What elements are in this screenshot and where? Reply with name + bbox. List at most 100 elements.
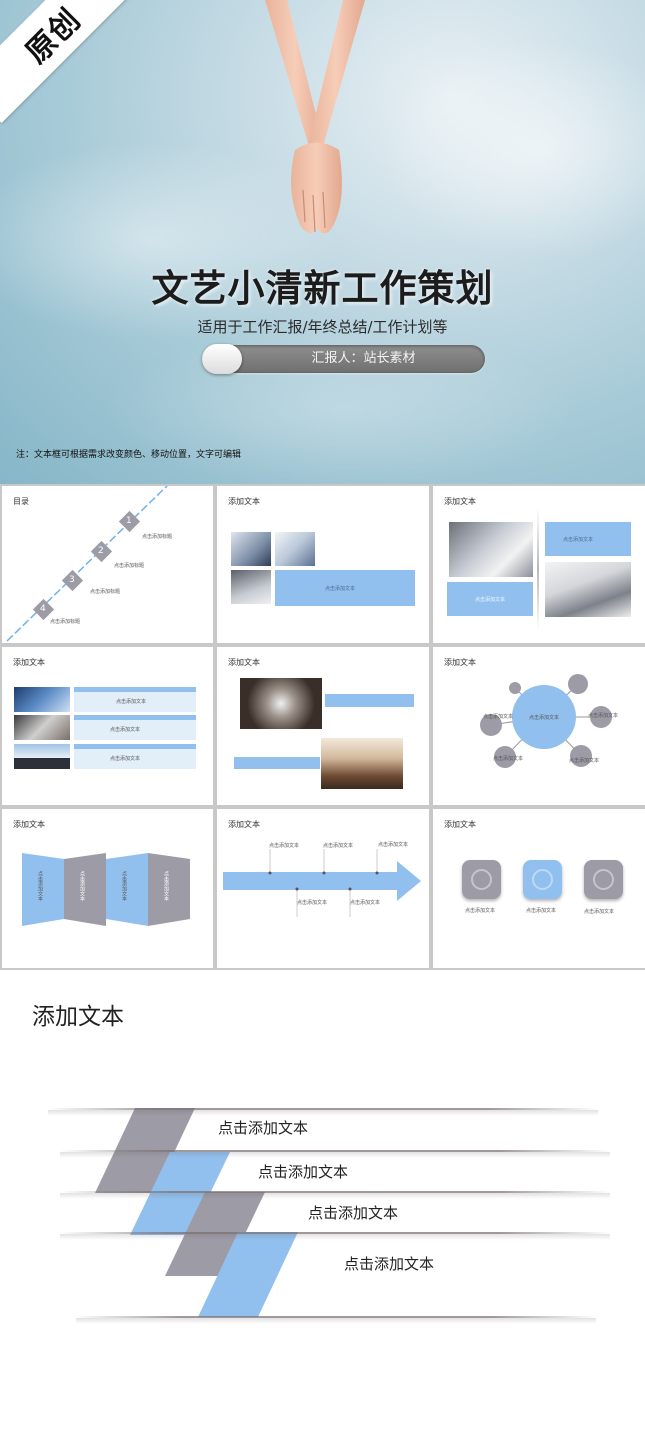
toc-number: 2 (98, 546, 104, 556)
panel-label[interactable]: 点击添加文本 (37, 871, 43, 901)
slide-bubble-diagram[interactable]: 添加文本 点击添加文本 点击添加文本 点击添加文本 点击添加文本 点击添加文本 (433, 647, 645, 805)
divider-line (60, 1191, 610, 1193)
toc-number: 1 (126, 516, 132, 526)
cover-subtitle: 适用于工作汇报/年终总结/工作计划等 (197, 318, 448, 336)
slide-arrow-timeline[interactable]: 添加文本 点击添加文本 点击添加文本 点击添加文本 点击添加文本 点击添加文本 (217, 809, 429, 968)
icon-tile[interactable] (523, 860, 562, 899)
slide-list-rows[interactable]: 添加文本 点击添加文本 点击添加文本 点击添加文本 (2, 647, 213, 805)
slide-thumbnail-grid: 目录 1 点击添加标题 2 点击添加标题 3 点击添加标题 4 点击添加标题 添… (0, 484, 645, 970)
bubble-left-label[interactable]: 点击添加文本 (483, 714, 514, 720)
laptop-desk-photo (449, 522, 533, 577)
timeline-label[interactable]: 点击添加文本 (297, 900, 328, 906)
text-box[interactable]: 点击添加文本 (545, 522, 631, 556)
icon-label[interactable]: 点击添加文本 (465, 908, 496, 914)
bubble-diagram (480, 674, 612, 768)
line-shadow (60, 1193, 610, 1199)
slide-title: 添加文本 (228, 658, 260, 667)
cover-title: 文艺小清新工作策划 (151, 267, 494, 310)
timeline-arrow (223, 849, 421, 917)
play-icon (593, 869, 614, 890)
slide-team-photos[interactable]: 添加文本 (217, 647, 429, 805)
timeline-label[interactable]: 点击添加文本 (323, 843, 354, 849)
toc-diagonal-line (6, 486, 168, 642)
divider-line (60, 1232, 610, 1234)
rewind-icon (471, 869, 492, 890)
meeting-table-photo (240, 678, 322, 729)
toc-label[interactable]: 点击添加标题 (90, 589, 121, 595)
slide-toc[interactable]: 目录 1 点击添加标题 2 点击添加标题 3 点击添加标题 4 点击添加标题 (2, 486, 213, 643)
detail-slide-title: 添加文本 (32, 1004, 124, 1030)
toc-label[interactable]: 点击添加标题 (142, 534, 173, 540)
bubble-br-label[interactable]: 点击添加文本 (569, 758, 600, 764)
list-row[interactable]: 点击添加文本 (74, 744, 196, 769)
pause-icon (532, 869, 553, 890)
toc-number: 4 (40, 604, 46, 614)
line-shadow (60, 1234, 610, 1240)
office-photo (275, 532, 315, 566)
timeline-label[interactable]: 点击添加文本 (378, 842, 409, 848)
team-photo (14, 744, 70, 769)
slide-folded-panels[interactable]: 添加文本 点击添加文本 点击添加文本 点击添加文本 点击添加文本 (2, 809, 213, 968)
line-shadow (48, 1110, 598, 1116)
slide-title: 添加文本 (228, 497, 260, 506)
cloud-decoration (0, 140, 340, 340)
divider-line (76, 1316, 596, 1318)
toc-label[interactable]: 点击添加标题 (50, 619, 81, 625)
cover-slide: 原创 文艺小清新工作策划 适用于工作汇报/年终总结/工作计划等 汇报人：站长素材… (0, 0, 645, 484)
office-team-photo (321, 738, 403, 789)
slide-photo-collage[interactable]: 添加文本 点击添加文本 (217, 486, 429, 643)
detail-item[interactable]: 点击添加文本 (344, 1255, 435, 1273)
list-row[interactable]: 点击添加文本 (74, 687, 196, 712)
divider-line (48, 1108, 598, 1110)
reporter-label: 汇报人：站长素材 (311, 351, 416, 366)
text-box[interactable]: 点击添加文本 (275, 570, 415, 606)
text-bar[interactable] (325, 694, 414, 707)
detail-item[interactable]: 点击添加文本 (218, 1119, 309, 1137)
slide-title: 添加文本 (444, 497, 476, 506)
detail-item[interactable]: 点击添加文本 (258, 1163, 349, 1181)
icon-label[interactable]: 点击添加文本 (584, 909, 615, 915)
detail-item[interactable]: 点击添加文本 (308, 1204, 399, 1222)
original-ribbon: 原创 (0, 0, 136, 123)
slide-title: 添加文本 (444, 820, 476, 829)
panel-label[interactable]: 点击添加文本 (121, 871, 127, 901)
slide-title: 添加文本 (13, 820, 45, 829)
slide-title: 目录 (13, 497, 29, 506)
panel-label[interactable]: 点击添加文本 (79, 871, 85, 901)
meeting-photo (14, 687, 70, 712)
slide-icon-buttons[interactable]: 添加文本 点击添加文本 点击添加文本 点击添加文本 (433, 809, 645, 968)
divider-line (60, 1150, 610, 1152)
detail-slide: 添加文本 点击添加文本 点击添加文本 点击添加文本 点击添加文本 (0, 970, 645, 1455)
text-box[interactable]: 点击添加文本 (447, 582, 533, 616)
handshake-photo (231, 532, 271, 566)
bubble-bl-label[interactable]: 点击添加文本 (493, 756, 524, 762)
panel-label[interactable]: 点击添加文本 (163, 871, 169, 901)
holding-hands-image (265, 0, 365, 234)
text-bar[interactable] (234, 757, 320, 769)
line-shadow (76, 1318, 596, 1324)
icon-tile[interactable] (462, 860, 501, 899)
laptop-typing-photo (545, 562, 631, 617)
toc-label[interactable]: 点击添加标题 (114, 563, 145, 569)
slide-title: 添加文本 (444, 658, 476, 667)
line-shadow (60, 1152, 610, 1158)
cloud-decoration (380, 40, 645, 260)
toc-number: 3 (69, 575, 75, 585)
list-row[interactable]: 点击添加文本 (74, 715, 196, 740)
folded-panels-graphic (22, 853, 190, 926)
cover-note: 注：文本框可根据需求改变颜色、移动位置，文字可编辑 (16, 450, 242, 460)
bubble-center-label[interactable]: 点击添加文本 (529, 715, 560, 721)
icon-tile[interactable] (584, 860, 623, 899)
icon-label[interactable]: 点击添加文本 (526, 908, 557, 914)
meeting-photo (14, 715, 70, 740)
slide-title: 添加文本 (228, 820, 260, 829)
reporter-toggle[interactable]: 汇报人：站长素材 (202, 344, 485, 374)
toggle-knob[interactable] (202, 344, 242, 374)
bubble-right-label[interactable]: 点击添加文本 (588, 713, 619, 719)
timeline-label[interactable]: 点击添加文本 (269, 843, 300, 849)
chart-photo (231, 570, 271, 604)
timeline-label[interactable]: 点击添加文本 (350, 900, 381, 906)
slide-title: 添加文本 (13, 658, 45, 667)
slide-laptop-photos[interactable]: 添加文本 点击添加文本 点击添加文本 (433, 486, 645, 643)
divider (537, 508, 539, 630)
